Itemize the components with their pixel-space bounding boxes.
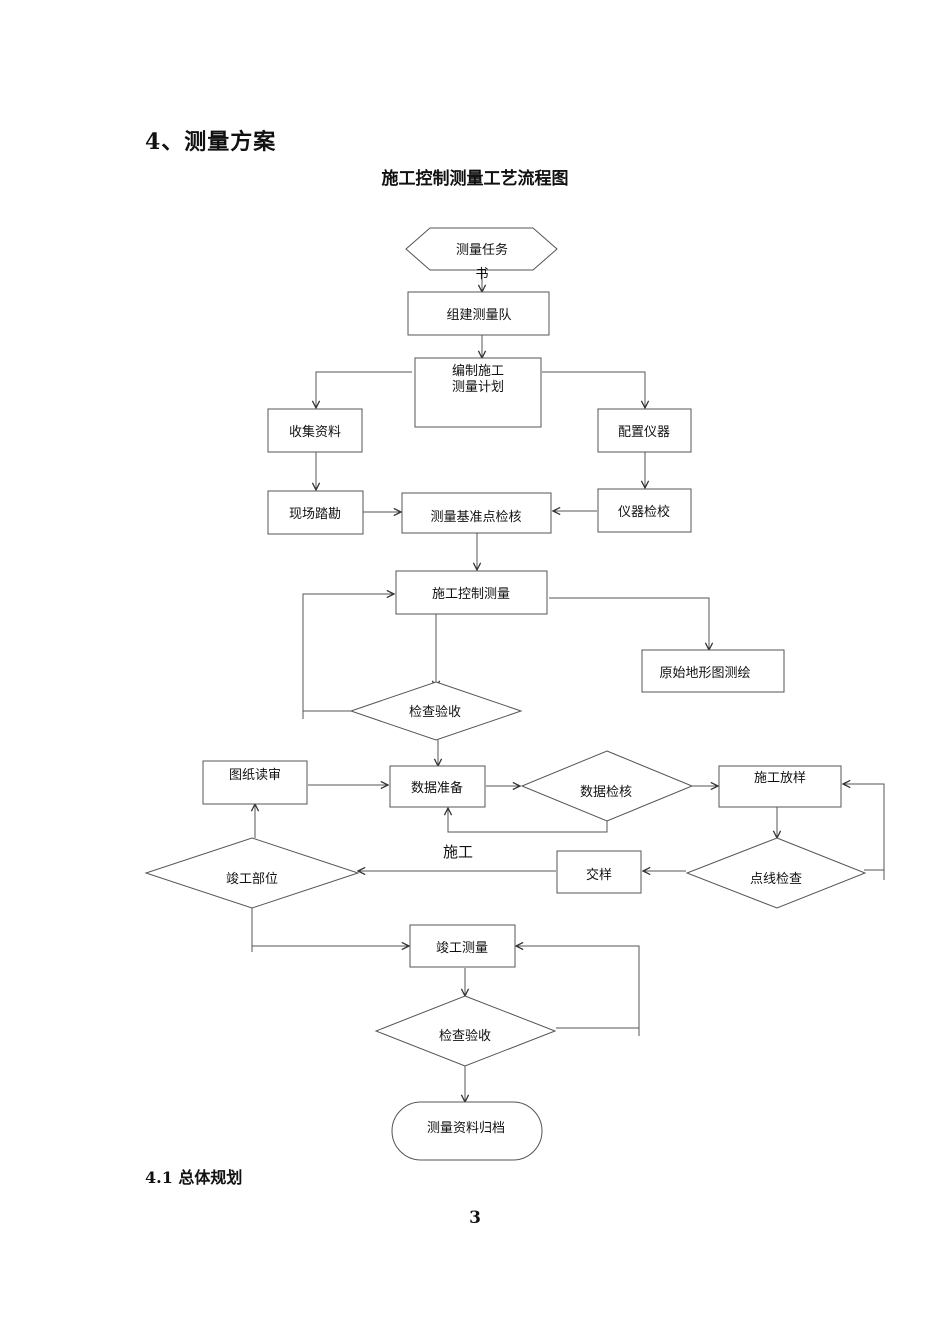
node-plan-label-2: 测量计划 [452, 380, 504, 395]
node-topo-label: 原始地形图测绘 [659, 666, 750, 681]
node-archive: 测量资料归档 [391, 1101, 543, 1161]
section-heading: 4、测量方案 [145, 129, 277, 155]
node-drawing: 图纸读审 [202, 760, 308, 805]
node-instrument-label: 配置仪器 [618, 425, 670, 440]
node-team: 组建测量队 [407, 291, 550, 336]
node-pointcheck-label: 点线检查 [750, 872, 802, 887]
node-asbuilt-part-label: 竣工部位 [226, 872, 278, 887]
node-calibrate-label: 仪器检校 [618, 504, 670, 520]
node-plan-label-1: 编制施工 [452, 364, 504, 379]
node-check2: 检查验收 [374, 995, 557, 1067]
flowchart-title: 施工控制测量工艺流程图 [381, 169, 569, 189]
node-task: 测量任务 书 [405, 227, 558, 282]
node-datacheck-label: 数据检核 [580, 785, 632, 800]
node-control-label: 施工控制测量 [432, 587, 510, 602]
node-task-label-2: 书 [475, 267, 488, 282]
node-handover-label: 交样 [586, 867, 612, 883]
node-survey-site-label: 现场踏勘 [289, 507, 341, 522]
page-number: 3 [469, 1208, 481, 1228]
node-check1: 检查验收 [349, 681, 523, 741]
subsection-heading: 4.1 总体规划 [145, 1168, 243, 1187]
node-dataprep-label: 数据准备 [411, 780, 463, 796]
node-check2-label: 检查验收 [439, 1028, 491, 1044]
node-archive-label: 测量资料归档 [427, 1121, 505, 1136]
node-datacheck: 数据检核 [520, 750, 694, 822]
construction-label: 施工 [443, 843, 473, 861]
node-drawing-label: 图纸读审 [229, 768, 281, 783]
node-collect: 收集资料 [267, 408, 363, 453]
node-benchmark: 测量基准点检核 [401, 492, 552, 534]
node-plan: 编制施工 测量计划 [414, 357, 542, 428]
node-benchmark-label: 测量基准点检核 [430, 510, 521, 525]
node-instrument: 配置仪器 [597, 408, 692, 453]
node-check1-label: 检查验收 [409, 704, 461, 720]
node-calibrate: 仪器检校 [597, 488, 692, 533]
node-asbuilt-part: 竣工部位 [144, 837, 360, 909]
node-team-label: 组建测量队 [446, 308, 511, 323]
node-control: 施工控制测量 [395, 570, 548, 615]
connectors [252, 270, 885, 1102]
node-asbuilt-survey-label: 竣工测量 [436, 941, 488, 956]
node-task-label-1: 测量任务 [456, 242, 508, 258]
node-topo: 原始地形图测绘 [641, 649, 785, 693]
node-survey-site: 现场踏勘 [267, 490, 364, 535]
node-pointcheck: 点线检查 [685, 837, 867, 909]
node-handover: 交样 [556, 850, 642, 894]
node-layout: 施工放样 [718, 765, 842, 808]
node-asbuilt-survey: 竣工测量 [409, 924, 516, 968]
node-layout-label: 施工放样 [754, 771, 806, 786]
node-collect-label: 收集资料 [289, 424, 341, 440]
node-dataprep: 数据准备 [389, 765, 486, 808]
